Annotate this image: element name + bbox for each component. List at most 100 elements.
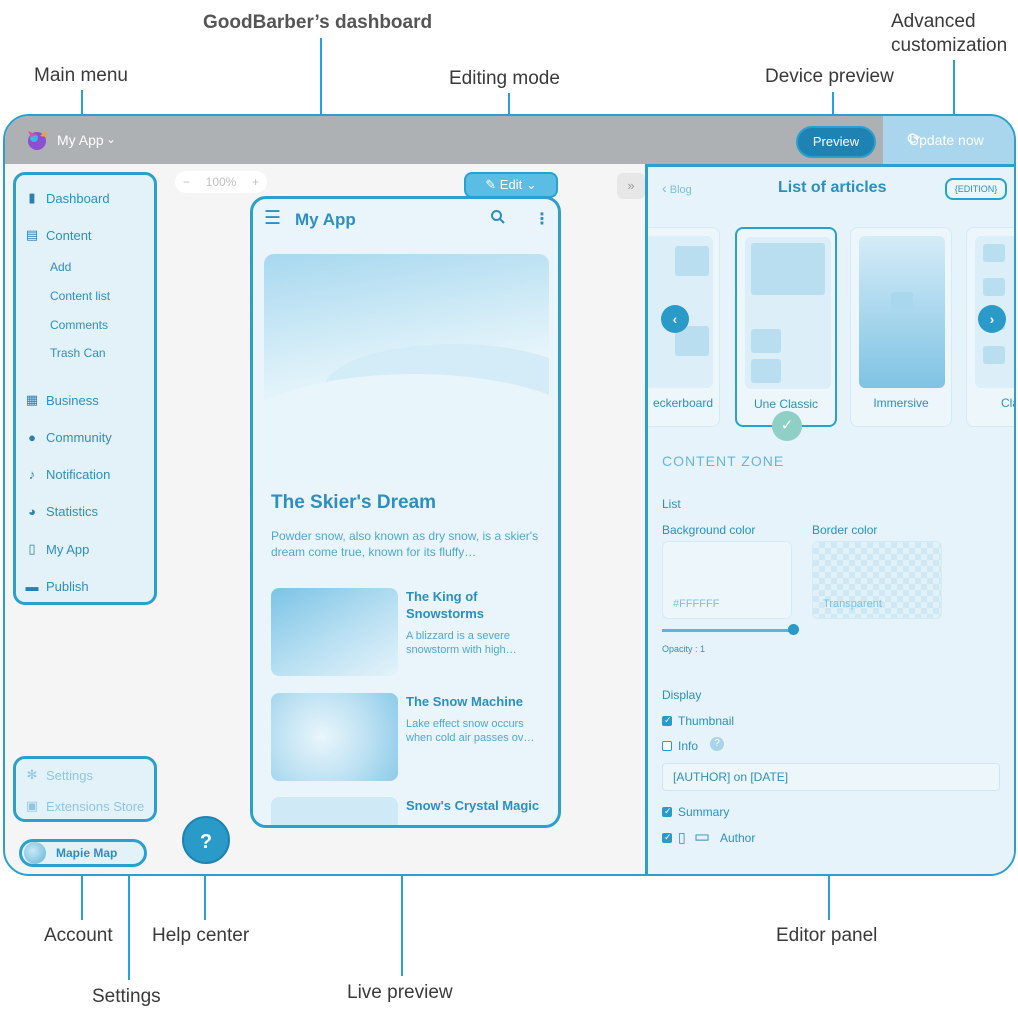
sidebar-item-label: Dashboard [46, 190, 110, 206]
thumbnail-checkbox[interactable] [662, 715, 672, 726]
edit-mode-button[interactable]: ✎ Edit ⌄ [464, 172, 558, 198]
bar-chart-icon: ▮ [28, 190, 36, 205]
hamburger-menu-icon[interactable]: ☰ [264, 208, 282, 229]
sidebar-item-label: Settings [46, 767, 93, 783]
background-color-picker[interactable]: #FFFFFF [662, 541, 792, 619]
article-summary: A blizzard is a severe snowstorm with hi… [406, 630, 517, 656]
refresh-icon: ⟳ [907, 131, 921, 148]
template-card-selected[interactable]: Une Classic [735, 227, 837, 427]
publish-icon: ▬ [25, 578, 39, 594]
mobile-icon[interactable]: ▯ [678, 829, 686, 845]
sidebar-item-statistics[interactable]: ◕ Statistics [24, 500, 98, 522]
collapse-panel-button[interactable]: » [617, 173, 645, 199]
sidebar-item-community[interactable]: ● Community [24, 426, 112, 448]
sidebar-item-extensions[interactable]: ▣ Extensions Store [24, 795, 144, 817]
user-icon: ● [28, 429, 36, 445]
opacity-slider-track[interactable] [662, 629, 792, 632]
phone-icon: ▯ [28, 541, 36, 556]
editing-mode-annotation: Editing mode [449, 68, 560, 89]
sidebar-item-publish[interactable]: ▬ Publish [24, 575, 89, 597]
sidebar-item-notification[interactable]: ♪ Notification [24, 463, 111, 485]
help-center-button[interactable]: ? [182, 816, 230, 864]
main-menu-annotation: Main menu [34, 65, 128, 86]
sidebar-item-label: Statistics [46, 503, 99, 519]
top-bar: My App ⌄ Preview ⟳ Update now [5, 116, 1014, 164]
chevron-right-icon[interactable]: › [978, 305, 1006, 333]
info-format-field[interactable]: [AUTHOR] on [DATE] [662, 763, 1000, 791]
zoom-out-button[interactable]: − [182, 175, 190, 189]
device-preview-annotation: Device preview [765, 66, 894, 87]
sidebar-item-label: Content [46, 227, 92, 243]
chevron-left-icon[interactable]: ‹ [661, 305, 689, 333]
sidebar-item-content[interactable]: ▤ Content [24, 224, 92, 246]
template-preview [745, 237, 831, 389]
list-item[interactable]: The Snow Machine Lake effect snow occurs… [271, 693, 551, 783]
chevron-down-icon: ⌄ [525, 177, 537, 192]
border-color-picker[interactable]: Transparent [812, 541, 942, 619]
more-options-icon[interactable]: ⋮ [534, 211, 550, 228]
border-color-value: Transparent [823, 598, 882, 610]
document-icon: ▤ [25, 227, 39, 242]
live-preview: ☰ My App ⋮ The Skier's Dream Powder snow… [250, 196, 561, 828]
article-thumbnail [271, 588, 398, 676]
image-placeholder-icon [751, 359, 781, 383]
border-color-label: Border color [812, 523, 878, 537]
template-label: eckerboard [652, 396, 713, 410]
advanced-customization-annotation: Advanced [891, 11, 976, 32]
desktop-icon[interactable]: ▭ [694, 827, 711, 846]
preview-button[interactable]: Preview [796, 126, 876, 158]
hero-image[interactable] [264, 254, 549, 480]
thumbnail-label: Thumbnail [678, 714, 735, 728]
list-item[interactable]: The King of Snowstorms A blizzard is a s… [271, 588, 551, 678]
sidebar-subitem-trash[interactable]: Trash Can [50, 346, 106, 360]
annotation-line [828, 876, 830, 920]
sidebar-subitem-comments[interactable]: Comments [50, 318, 109, 332]
sidebar-subitem-add[interactable]: Add [50, 260, 72, 274]
check-icon: ✓ [772, 411, 802, 441]
author-checkbox[interactable] [662, 832, 672, 843]
sidebar-subitem-content-list[interactable]: Content list [50, 289, 111, 303]
article-thumbnail [271, 693, 398, 781]
phone-app-title: My App [295, 210, 356, 229]
info-checkbox[interactable] [662, 741, 672, 751]
question-icon[interactable]: ? [710, 737, 724, 751]
sidebar-item-label: Business [46, 392, 99, 408]
sidebar-item-label: My App [46, 541, 90, 557]
list-label: List [662, 497, 681, 511]
opacity-slider-handle[interactable] [788, 624, 799, 635]
template-label: Une Classic [753, 397, 819, 411]
template-card[interactable]: eckerboard [648, 227, 720, 427]
sidebar-item-settings[interactable]: ✻ Settings [24, 764, 93, 786]
image-placeholder-icon [751, 329, 781, 353]
list-item[interactable]: Snow's Crystal Magic [271, 797, 551, 825]
article-title: The Snow Machine [406, 694, 524, 709]
image-placeholder-icon [675, 246, 709, 276]
summary-checkbox[interactable] [662, 806, 672, 817]
template-card[interactable]: Immersive [850, 227, 952, 427]
search-icon[interactable] [490, 209, 506, 225]
hero-summary: Powder snow, also known as dry snow, is … [271, 529, 539, 559]
sidebar-item-label: Publish [46, 578, 89, 594]
image-placeholder-icon [983, 244, 1005, 262]
pencil-icon: ✎ [485, 177, 497, 192]
zoom-control: − 100% + [175, 171, 267, 193]
display-label: Display [662, 688, 702, 702]
template-label: Immersive [873, 396, 929, 410]
back-link[interactable]: ‹ Blog [662, 180, 692, 196]
sidebar-item-my-app[interactable]: ▯ My App [24, 538, 89, 560]
account-button[interactable]: Mapie Map [19, 839, 147, 867]
sidebar-item-label: Notification [46, 466, 111, 482]
section-heading: CONTENT ZONE [662, 453, 785, 469]
extensions-icon: ▣ [25, 798, 39, 813]
zoom-in-button[interactable]: + [252, 175, 260, 189]
app-name[interactable]: My App [57, 132, 104, 148]
edition-button[interactable]: {EDITION} [945, 178, 1007, 200]
chevron-down-icon[interactable]: ⌄ [106, 132, 117, 146]
update-now-button[interactable]: ⟳ Update now [883, 116, 1014, 164]
sidebar-item-dashboard[interactable]: ▮ Dashboard [24, 187, 110, 209]
article-summary: Lake effect snow occurs when cold air pa… [406, 718, 535, 744]
dashboard-title-annotation: GoodBarber’s dashboard [203, 12, 433, 33]
sidebar-item-business[interactable]: ▦ Business [24, 389, 99, 411]
hero-title[interactable]: The Skier's Dream [271, 492, 437, 513]
bell-icon: ♪ [28, 466, 36, 482]
